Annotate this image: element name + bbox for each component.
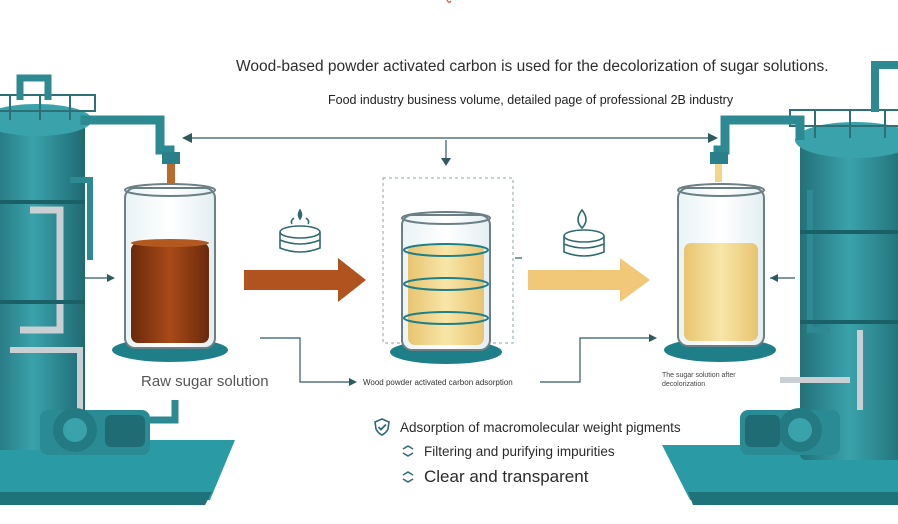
- carbon-stack-droplet-icon-2: [563, 208, 605, 257]
- feature-text: Clear and transparent: [424, 467, 589, 486]
- carbon-stack-droplet-icon: [279, 208, 321, 253]
- decolorized-liquid: [684, 243, 758, 341]
- layers-icon: [402, 445, 414, 457]
- adsorption-label: Wood powder activated carbon adsorption: [363, 378, 513, 387]
- feature-text: Adsorption of macromolecular weight pigm…: [400, 419, 681, 435]
- decolorized-beaker: [664, 183, 776, 362]
- feature-item: Adsorption of macromolecular weight pigm…: [372, 417, 681, 437]
- raw-sugar-label: Raw sugar solution: [141, 373, 269, 390]
- adsorption-liquid: [408, 245, 484, 345]
- left-reactor-equipment: [0, 74, 235, 505]
- process-arrow-1: [244, 258, 366, 302]
- left-tank: [0, 120, 85, 450]
- feature-item: Clear and transparent: [400, 467, 588, 487]
- check-shield-icon: [374, 418, 390, 436]
- decolorized-label: The sugar solution after decolorization: [662, 372, 736, 388]
- flow-lines: [85, 133, 795, 386]
- raw-sugar-beaker: [112, 183, 228, 362]
- adsorption-beaker: [382, 177, 514, 364]
- left-pump: [40, 408, 150, 455]
- layers-icon: [402, 471, 414, 483]
- right-pump: [740, 408, 840, 455]
- page-title: Wood-based powder activated carbon is us…: [236, 58, 829, 75]
- page-subtitle: Food industry business volume, detailed …: [328, 93, 734, 107]
- feature-text: Filtering and purifying impurities: [424, 443, 615, 459]
- raw-liquid: [131, 243, 209, 343]
- feature-item: Filtering and purifying impurities: [400, 443, 615, 459]
- right-reactor-equipment: [662, 61, 898, 505]
- process-arrow-2: [528, 258, 650, 302]
